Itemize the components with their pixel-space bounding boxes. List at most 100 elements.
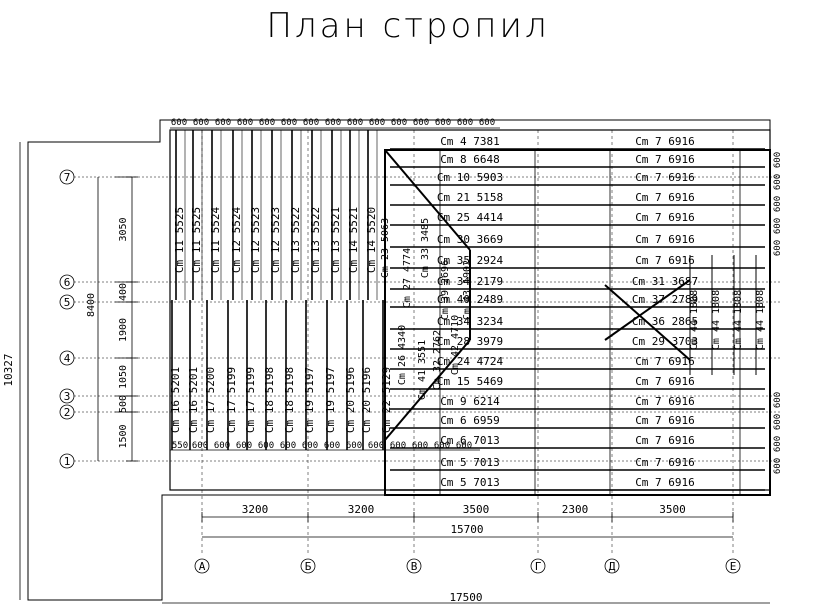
rafter-label: Cm 17 5199: [244, 367, 257, 433]
rafter-label: Cm 9 6214: [440, 395, 500, 408]
grid-column-bubble: [300, 558, 316, 574]
rafter-label: Cm 16 5201: [187, 367, 200, 433]
spacing-label: 600: [773, 218, 783, 234]
bay-dimension: 3200: [348, 503, 375, 516]
spacing-label: 600: [773, 458, 783, 474]
row-dimension: 3050: [118, 217, 129, 241]
rafter-label: Cm 33 3485: [420, 218, 431, 278]
bay-dimension: 2300: [562, 503, 589, 516]
spacing-label: 600: [390, 441, 406, 451]
grid-column-label: Б: [305, 560, 312, 573]
hip-rafter: [384, 339, 471, 441]
rafter-label: Cm 13 5522: [289, 207, 302, 273]
grid-row-label: 5: [64, 296, 71, 309]
grid-row-label: 1: [64, 455, 71, 468]
rafter-label: Cm 7 6916: [635, 191, 695, 204]
page-title: План стропил: [266, 6, 550, 46]
bay-dimension: 3500: [463, 503, 490, 516]
rafter-label: Cm 14 5521: [347, 207, 360, 273]
row-dimension: 400: [118, 283, 129, 301]
rafters: [171, 130, 765, 495]
rafter-label: Cm 24 4724: [437, 355, 504, 368]
grid-column-bubble: [604, 558, 620, 574]
spacing-label: 600: [773, 240, 783, 256]
rafter-label: Cm 7 6916: [635, 456, 695, 469]
spacing-label: 600: [193, 118, 209, 128]
rafter-label: Cm 7 6916: [635, 233, 695, 246]
rafter-label: Cm 23 5063: [380, 218, 391, 278]
spacing-label: 600: [391, 118, 407, 128]
rafter-label: Cm 13 5522: [309, 207, 322, 273]
rafter-label: Cm 17 5200: [204, 367, 217, 433]
spacing-label: 550: [172, 441, 188, 451]
rafter-label: Cm 7 6916: [635, 135, 695, 148]
rafter-label: Cm 19 5197: [303, 367, 316, 433]
rafter-label: Cm 7 6916: [635, 153, 695, 166]
rafter-label: Cm 30 3669: [437, 233, 503, 246]
bay-dimension: 3200: [242, 503, 269, 516]
grid-column-label: Д: [609, 560, 616, 573]
hip-rafter: [604, 284, 691, 361]
overall-dimension: 17500: [449, 591, 482, 604]
spacing-label: 600: [346, 441, 362, 451]
rafter-label: Cm 15 5469: [437, 375, 503, 388]
grid-axes: [19, 127, 780, 604]
rafter-label: Cm 6 6959: [440, 414, 500, 427]
rafter-label: Cm 31 3687: [632, 275, 698, 288]
spacing-label: 600: [237, 118, 253, 128]
spacing-label: 600: [457, 118, 473, 128]
rafter-label: Cm 44 1808: [689, 290, 700, 350]
rafter-label: Cm 4 7381: [440, 135, 500, 148]
rafter-label: Cm 12 5523: [249, 207, 262, 273]
rafter-label: Cm 20 5196: [344, 367, 357, 433]
total-height-dimension: 10327: [2, 353, 15, 386]
spacing-label: 600: [368, 441, 384, 451]
grid-row-label: 7: [64, 171, 71, 184]
rafter-label: Cm 10 5903: [437, 171, 503, 184]
rafter-label: Cm 35 2924: [437, 254, 504, 267]
spacing-label: 600: [259, 118, 275, 128]
rafter-label: Cm 18 5198: [283, 367, 296, 433]
spacing-label: 600: [412, 441, 428, 451]
spacing-label: 600: [280, 441, 296, 451]
rafter-label: Cm 32 2762: [432, 330, 443, 390]
grid-row-label: 3: [64, 390, 71, 403]
overall-dimension: 15700: [450, 523, 483, 536]
rafter-label: Cm 14 5520: [365, 207, 378, 273]
rafter-label: Cm 12 5524: [230, 207, 243, 274]
rafter-label: Cm 7 6916: [635, 171, 695, 184]
rafter-label: Cm 17 5199: [225, 367, 238, 433]
rafter-label: Cm 6 7013: [440, 434, 500, 447]
rafter-label: Cm 43 1902: [462, 260, 473, 320]
spacing-label: 600: [192, 441, 208, 451]
rafter-label: Cm 42 4710: [450, 315, 461, 375]
grid-column-bubble: [194, 558, 210, 574]
rafter-label: Cm 37 2789: [632, 293, 698, 306]
grid-column-label: В: [411, 560, 418, 573]
rafter-label: Cm 7 6916: [635, 375, 695, 388]
rafter-label: Cm 22 5129: [380, 367, 393, 433]
grid-row-label: 2: [64, 406, 71, 419]
rafter-label: Cm 18 5198: [263, 367, 276, 433]
row-dimension: 1050: [118, 365, 129, 389]
row-dimension: 1900: [118, 318, 129, 342]
spacing-label: 600: [773, 414, 783, 430]
grid-column-label: А: [199, 560, 206, 573]
rafter-label: Cm 7 6916: [635, 434, 695, 447]
spacing-label: 600: [324, 441, 340, 451]
rafter-label: Cm 11 5524: [209, 207, 222, 274]
rafter-label: Cm 29 3703: [632, 335, 698, 348]
grid-column-bubble: [406, 558, 422, 574]
rafter-label: Cm 7 6916: [635, 476, 695, 489]
rafter-label: Cm 11 5525: [190, 207, 203, 273]
rafter-label: Cm 44 1808: [755, 290, 766, 350]
rafter-label: Cm 25 4414: [437, 211, 504, 224]
rafter-label: Cm 44 1808: [711, 290, 722, 350]
spacing-label: 600: [325, 118, 341, 128]
grid-column-label: Г: [535, 560, 542, 573]
rafter-label: Cm 7 6916: [635, 414, 695, 427]
height-dimension: 8400: [86, 293, 97, 317]
hip-rafter: [604, 279, 691, 341]
rafter-label: Cm 8 6648: [440, 153, 500, 166]
